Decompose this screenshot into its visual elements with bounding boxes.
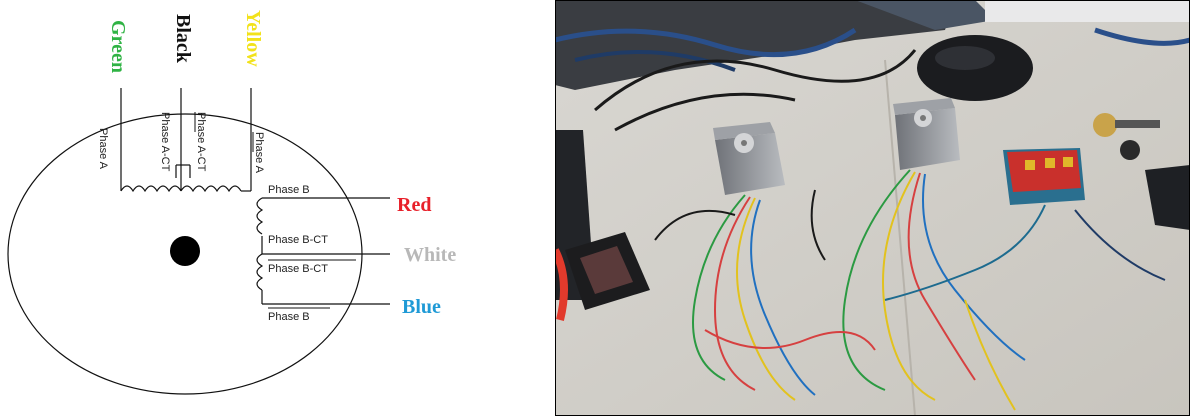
wire-bundle [654,169,1166,411]
wire-label-white: White [404,244,456,266]
wire-label-black: Black [172,14,194,64]
phase-b-coil [256,197,390,305]
phase-a-ct-label-2: Phase A-CT [195,112,207,172]
wire-label-red: Red [397,194,431,216]
phase-b-ct-label-2: Phase B-CT [268,263,328,275]
wire-label-green: Green [107,20,129,73]
phase-a-right-label: Phase A [253,132,265,174]
multimeter [555,232,650,321]
cnc-shield-board [1003,148,1085,205]
phase-b-ct-label-1: Phase B-CT [268,234,328,246]
computer-mouse [917,35,1033,101]
phase-a-ct-label-1: Phase A-CT [159,112,171,172]
motor-shaft-dot [170,236,200,266]
phase-b-top-label: Phase B [268,184,310,196]
keys [1093,113,1160,160]
phase-a-left-label: Phase A [97,128,109,170]
phase-a-coil [120,88,252,193]
phase-b-bottom-label: Phase B [268,311,310,323]
stepper-wiring-diagram: Green Black Yellow Phase A Phase A-CT Ph… [7,10,456,395]
wire-label-blue: Blue [402,296,441,318]
stepper-motor-left [713,122,785,195]
wire-label-yellow: Yellow [242,10,264,67]
bench-setup-photo [555,0,1190,416]
stepper-motor-right [893,98,960,170]
